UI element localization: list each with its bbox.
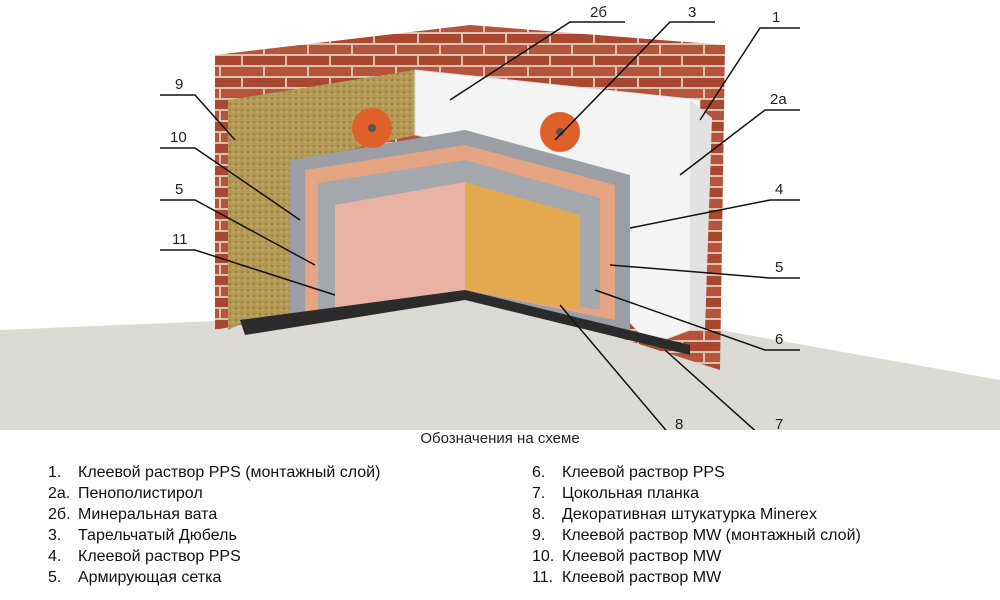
- callout-10: 10: [170, 129, 187, 146]
- legend-item: 8. Декоративная штукатурка Minerex: [532, 504, 861, 525]
- legend-num: 11.: [532, 569, 554, 586]
- decorative-plaster-yellow: [465, 182, 580, 310]
- legend-text: Цокольная планка: [562, 485, 699, 502]
- legend-item: 2б. Минеральная вата: [48, 504, 380, 525]
- legend-text: Декоративная штукатурка Minerex: [562, 506, 817, 523]
- legend-caption: Обозначения на схеме: [420, 430, 580, 447]
- callout-5-right: 5: [775, 259, 783, 276]
- callout-11: 11: [172, 231, 188, 248]
- callout-8: 8: [675, 416, 683, 430]
- legend-item: 1. Клеевой раствор PPS (монтажный слой): [48, 462, 380, 483]
- legend-num: 3.: [48, 527, 62, 544]
- legend-text: Тарельчатый Дюбель: [78, 527, 237, 544]
- callout-9: 9: [175, 76, 183, 93]
- legend-item: 9. Клеевой раствор MW (монтажный слой): [532, 525, 861, 546]
- floor: [0, 290, 1000, 430]
- legend-num: 2а.: [48, 485, 71, 502]
- legend-num: 1.: [48, 464, 62, 481]
- callout-7: 7: [775, 416, 783, 430]
- callout-2a: 2а: [770, 91, 787, 108]
- legend-text: Минеральная вата: [78, 506, 218, 523]
- wall-insulation-diagram: 2б 3 1 2а 4 5 6 7 8 9 10 5 11: [0, 4, 1000, 430]
- legend-text: Клеевой раствор PPS: [78, 548, 241, 565]
- legend-num: 6.: [532, 464, 546, 481]
- legend-text: Клеевой раствор MW: [562, 569, 722, 586]
- callout-2b: 2б: [590, 4, 607, 21]
- legend-item: 2а. Пенополистирол: [48, 483, 380, 504]
- dowel-icon: [352, 108, 392, 148]
- legend-text: Пенополистирол: [78, 485, 203, 502]
- legend-item: 5. Армирующая сетка: [48, 567, 380, 588]
- legend-item: 11. Клеевой раствор MW: [532, 567, 861, 588]
- legend-num: 9.: [532, 527, 546, 544]
- dowel-icon: [540, 112, 580, 152]
- legend-text: Клеевой раствор MW: [562, 548, 722, 565]
- legend-item: 10. Клеевой раствор MW: [532, 546, 861, 567]
- callout-6: 6: [775, 331, 783, 348]
- legend-text: Клеевой раствор MW (монтажный слой): [562, 527, 861, 544]
- legend-num: 8.: [532, 506, 546, 523]
- callout-5-left: 5: [175, 181, 183, 198]
- legend-text: Клеевой раствор PPS: [562, 464, 725, 481]
- legend-text: Армирующая сетка: [78, 569, 222, 586]
- plinth-profile: [240, 290, 690, 355]
- callout-lines: [160, 21, 800, 430]
- legend-item: 4. Клеевой раствор PPS: [48, 546, 380, 567]
- callout-1: 1: [772, 9, 780, 26]
- legend-item: 3. Тарельчатый Дюбель: [48, 525, 380, 546]
- legend-right: 6. Клеевой раствор PPS 7. Цокольная планка…: [532, 462, 861, 588]
- legend-num: 7.: [532, 485, 546, 502]
- legend-item: 7. Цокольная планка: [532, 483, 861, 504]
- callout-4: 4: [775, 181, 783, 198]
- legend-num: 4.: [48, 548, 62, 565]
- callout-3: 3: [688, 4, 696, 21]
- legend-num: 10.: [532, 548, 555, 565]
- legend-num: 5.: [48, 569, 62, 586]
- legend-num: 2б.: [48, 506, 71, 523]
- decorative-plaster-pink: [335, 182, 465, 320]
- legend-item: 6. Клеевой раствор PPS: [532, 462, 861, 483]
- legend-left: 1. Клеевой раствор PPS (монтажный слой) 2…: [48, 462, 380, 588]
- legend-text: Клеевой раствор PPS (монтажный слой): [78, 464, 381, 481]
